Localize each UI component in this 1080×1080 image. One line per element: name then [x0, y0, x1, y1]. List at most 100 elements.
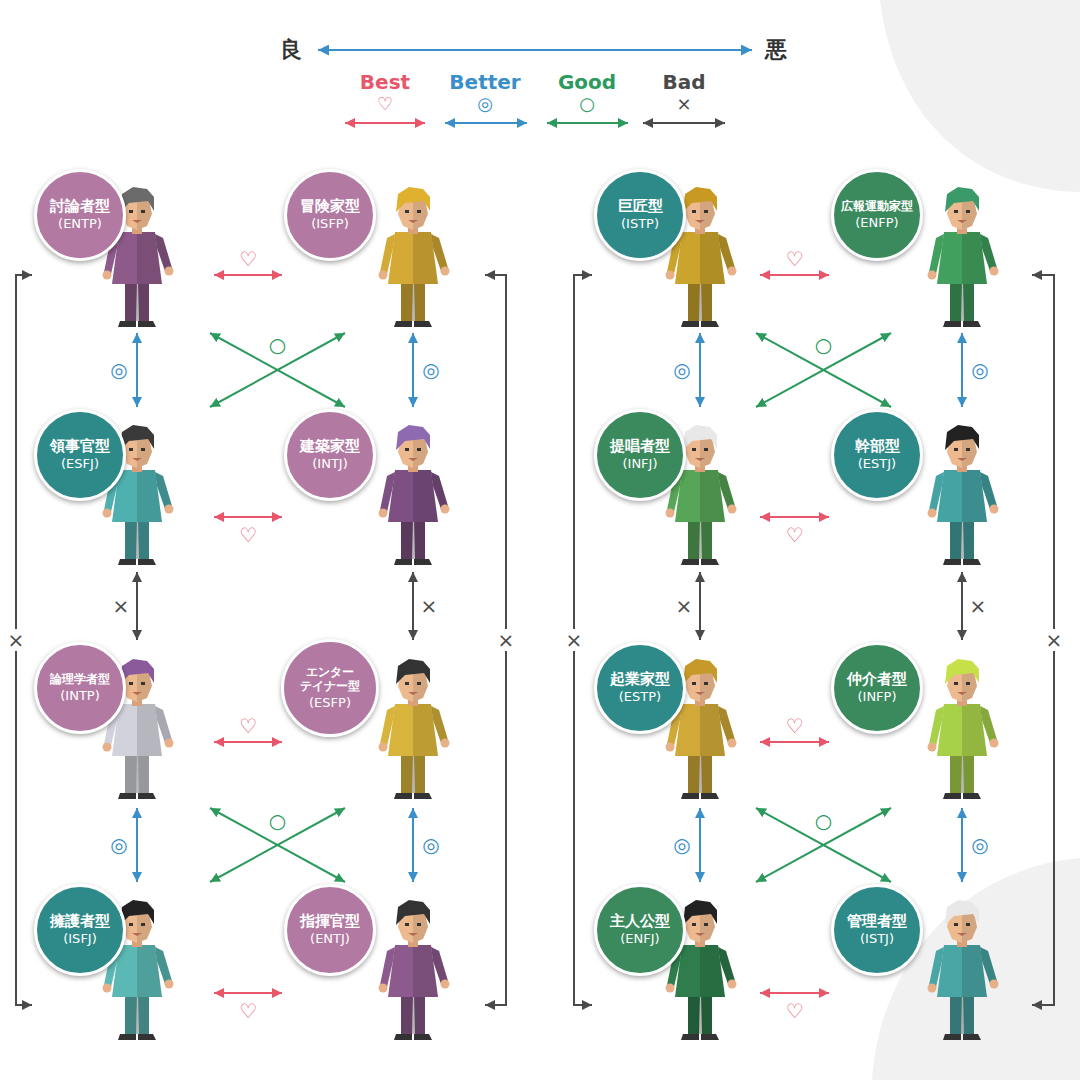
type-badge: 建築家型(INTJ) — [284, 409, 376, 501]
compat-mark: ♡ — [237, 715, 259, 737]
compat-mark: × — [6, 629, 27, 651]
compat-arrow — [136, 808, 138, 882]
type-node: 領事官型(ESFJ) — [32, 407, 214, 572]
type-badge: 広報運動家型(ENFP) — [831, 169, 923, 261]
character-figure — [928, 187, 999, 327]
compat-arrow — [961, 572, 963, 640]
badge-text: 提唱者型(INFJ) — [610, 438, 670, 472]
type-code: (ESTP) — [610, 689, 670, 705]
character-figure — [928, 425, 999, 565]
compat-mark: × — [496, 629, 517, 651]
badge-text: 領事官型(ESFJ) — [50, 438, 110, 472]
type-badge: 論理学者型(INTP) — [34, 642, 126, 734]
type-badge: 討論者型(ENTP) — [34, 169, 126, 261]
type-node: 提唱者型(INFJ) — [592, 407, 760, 572]
type-node: エンター テイナー型(ESFP) — [282, 640, 485, 808]
compat-arrow — [760, 992, 829, 994]
type-node: 主人公型(ENFJ) — [592, 882, 760, 1052]
type-name: 指揮官型 — [300, 913, 360, 930]
legend-sample — [345, 122, 425, 124]
badge-text: エンター テイナー型(ESFP) — [292, 666, 368, 710]
badge-text: 広報運動家型(ENFP) — [841, 200, 913, 230]
badge-text: 建築家型(INTJ) — [300, 438, 360, 472]
compat-mark: × — [1044, 629, 1065, 651]
compat-arrow — [412, 808, 414, 882]
compat-mark: × — [968, 595, 989, 617]
type-code: (ESTJ) — [855, 456, 900, 472]
badge-text: 仲介者型(INFP) — [847, 671, 907, 705]
compat-mark: ♡ — [237, 524, 259, 546]
legend-symbol: ♡ — [377, 95, 393, 113]
type-name: 提唱者型 — [610, 438, 670, 455]
compat-arrow — [760, 741, 829, 743]
type-node: 討論者型(ENTP) — [32, 167, 214, 333]
type-code: (ESFP) — [292, 695, 368, 711]
compat-mark: ◎ — [671, 834, 692, 856]
legend-symbol: ◎ — [477, 95, 493, 113]
character-figure — [379, 425, 450, 565]
compat-arrow — [136, 333, 138, 407]
legend-sample — [547, 122, 628, 124]
badge-text: 指揮官型(ENTJ) — [300, 913, 360, 947]
compat-arrow — [961, 333, 963, 407]
type-node: 擁護者型(ISFJ) — [32, 882, 214, 1052]
badge-text: 管理者型(ISTJ) — [847, 913, 907, 947]
type-node: 指揮官型(ENTJ) — [282, 882, 485, 1052]
type-badge: エンター テイナー型(ESFP) — [281, 639, 379, 737]
compat-mark: × — [564, 629, 585, 651]
compat-mark: × — [111, 595, 132, 617]
badge-text: 起業家型(ESTP) — [610, 671, 670, 705]
compat-arrow — [760, 516, 829, 518]
compat-mark: ○ — [267, 810, 288, 832]
scale-label: 悪 — [765, 39, 787, 61]
type-node: 幹部型(ESTJ) — [829, 407, 1032, 572]
badge-text: 擁護者型(ISFJ) — [50, 913, 110, 947]
compat-arrow — [760, 274, 829, 276]
legend-symbol: ○ — [579, 95, 595, 113]
compat-arrow — [756, 808, 891, 882]
type-code: (INFJ) — [610, 456, 670, 472]
compat-arrow — [136, 572, 138, 640]
type-badge: 提唱者型(INFJ) — [594, 409, 686, 501]
type-badge: 主人公型(ENFJ) — [594, 884, 686, 976]
type-code: (ISTP) — [618, 216, 663, 232]
type-code: (ISTJ) — [847, 931, 907, 947]
legend-symbol: × — [676, 95, 691, 113]
compat-mark: ◎ — [420, 834, 441, 856]
type-node: 冒険家型(ISFP) — [282, 167, 485, 333]
character-figure — [379, 187, 450, 327]
type-name: 起業家型 — [610, 671, 670, 688]
type-badge: 冒険家型(ISFP) — [284, 169, 376, 261]
compat-arrow — [210, 808, 345, 882]
type-name: 広報運動家型 — [841, 200, 913, 214]
type-name: 幹部型 — [855, 438, 900, 455]
compat-arrow — [412, 333, 414, 407]
badge-text: 幹部型(ESTJ) — [855, 438, 900, 472]
compat-arrow — [699, 572, 701, 640]
type-code: (ENFJ) — [610, 931, 670, 947]
compat-mark: ♡ — [784, 1000, 806, 1022]
type-code: (ENTJ) — [300, 931, 360, 947]
type-badge: 擁護者型(ISFJ) — [34, 884, 126, 976]
compat-arrow — [214, 516, 282, 518]
type-node: 起業家型(ESTP) — [592, 640, 760, 808]
compat-mark: × — [674, 595, 695, 617]
scale-label: 良 — [280, 39, 302, 61]
type-node: 管理者型(ISTJ) — [829, 882, 1032, 1052]
type-node: 広報運動家型(ENFP) — [829, 167, 1032, 333]
badge-text: 冒険家型(ISFP) — [300, 198, 360, 232]
type-name: 仲介者型 — [847, 671, 907, 688]
legend-sample — [445, 122, 527, 124]
compat-mark: ◎ — [969, 359, 990, 381]
type-code: (ENTP) — [50, 216, 110, 232]
type-name: 討論者型 — [50, 198, 110, 215]
type-badge: 仲介者型(INFP) — [831, 642, 923, 734]
compat-arrow — [210, 333, 345, 407]
legend-sample — [643, 122, 725, 124]
background-blob — [880, 0, 1080, 192]
character-figure — [928, 659, 999, 799]
compat-mark: ♡ — [237, 248, 259, 270]
type-name: 主人公型 — [610, 913, 670, 930]
compat-mark: × — [419, 595, 440, 617]
